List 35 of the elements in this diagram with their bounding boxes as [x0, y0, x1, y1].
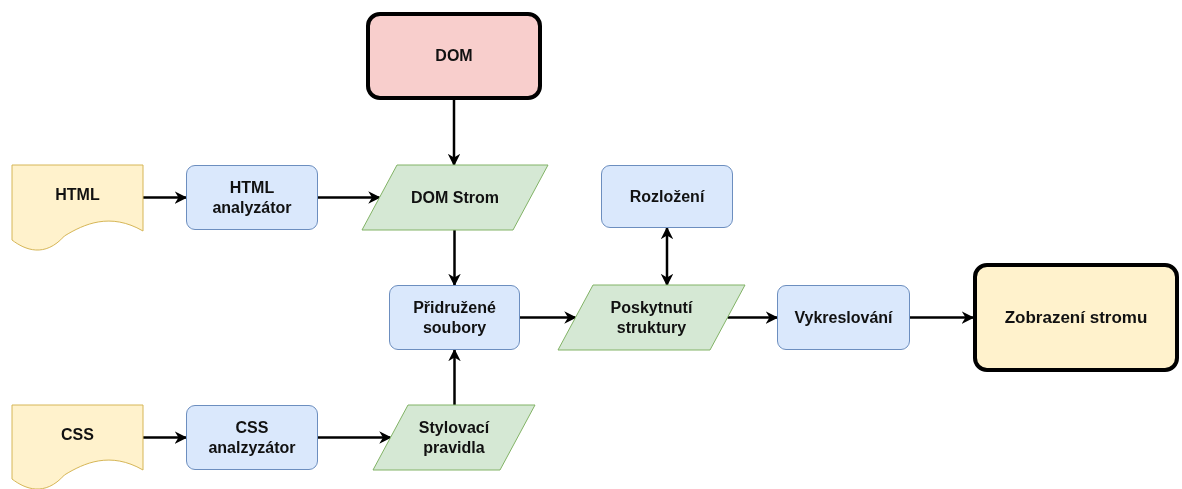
arrow	[447, 100, 461, 167]
arrow	[448, 348, 461, 405]
node-label: CSS analzyzátor	[207, 417, 297, 458]
data-parallelogram	[362, 165, 548, 230]
process-box	[601, 165, 733, 228]
arrow	[448, 230, 461, 287]
process-box	[777, 285, 910, 350]
arrow	[660, 226, 674, 287]
document-shape	[12, 165, 143, 250]
node-label: Zobrazení stromu	[1003, 306, 1149, 329]
node-label: HTML	[54, 185, 101, 205]
arrow	[318, 191, 381, 204]
arrow	[318, 431, 392, 444]
node-label: DOM	[434, 46, 474, 66]
document-shape	[12, 405, 143, 489]
node-label: Přidružené soubory	[412, 297, 497, 338]
arrow	[143, 431, 188, 444]
node-label: Rozložení	[628, 186, 706, 207]
terminal-box	[973, 263, 1179, 372]
node-label: DOM Strom	[410, 187, 500, 208]
arrow	[143, 191, 188, 204]
arrow	[520, 311, 577, 324]
process-box	[186, 165, 318, 230]
arrow	[910, 311, 975, 324]
data-parallelogram	[373, 405, 535, 470]
data-parallelogram	[558, 285, 745, 350]
node-label: Vykreslování	[793, 307, 894, 328]
process-box	[186, 405, 318, 470]
node-label: HTML analyzátor	[211, 177, 293, 218]
node-label: CSS	[60, 425, 95, 445]
arrow	[727, 311, 779, 324]
node-label: Poskytnutí struktury	[609, 297, 694, 338]
process-box	[389, 285, 520, 350]
node-label: Stylovací pravidla	[417, 417, 491, 458]
data-box	[366, 12, 542, 100]
